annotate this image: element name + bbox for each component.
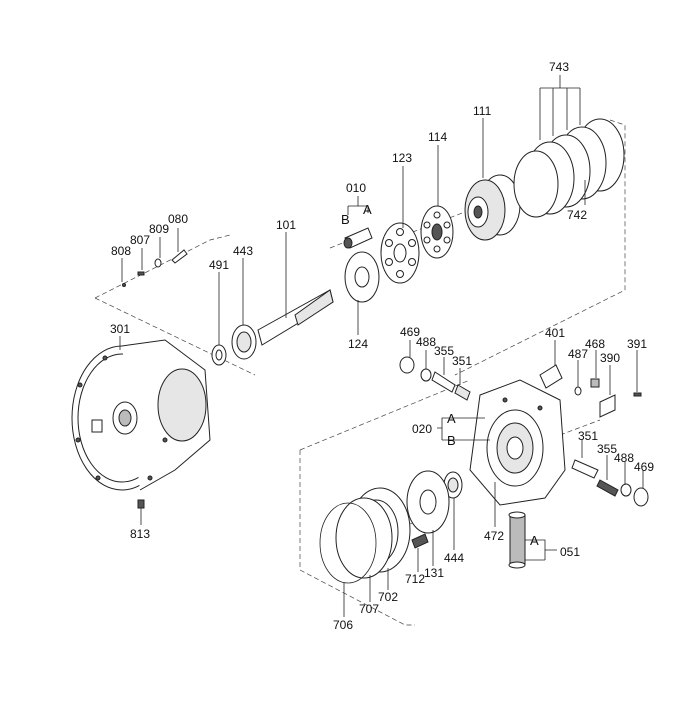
label-124: 124 [348, 337, 368, 351]
label-010-a: A [363, 202, 372, 217]
plate-124 [344, 251, 380, 303]
small-parts-080-809 [122, 249, 188, 287]
plug-813 [137, 499, 145, 509]
discs-742-743 [513, 118, 625, 218]
bearing-444 [443, 471, 463, 499]
label-443: 443 [233, 244, 253, 258]
label-743: 743 [549, 60, 569, 74]
bearing-443 [231, 324, 257, 360]
holder-114 [420, 205, 454, 259]
label-809: 809 [149, 222, 169, 236]
valve-parts-right [571, 459, 649, 507]
piston-010 [343, 227, 373, 249]
label-401: 401 [545, 326, 565, 340]
label-491: 491 [209, 258, 229, 272]
label-808: 808 [111, 244, 131, 258]
label-123: 123 [392, 151, 412, 165]
leader-lines [119, 75, 644, 617]
label-080: 080 [168, 212, 188, 226]
valve-051 [508, 511, 526, 569]
cylinder-111 [464, 174, 521, 241]
label-488-upper: 488 [416, 335, 436, 349]
label-101: 101 [276, 218, 296, 232]
label-469-lower: 469 [634, 460, 654, 474]
valve-parts-469-351 [399, 356, 471, 401]
label-807: 807 [130, 233, 150, 247]
label-010: 010 [346, 181, 366, 195]
label-301: 301 [110, 322, 130, 336]
label-472: 472 [484, 529, 504, 543]
label-702: 702 [378, 590, 398, 604]
label-813: 813 [130, 527, 150, 541]
label-391: 391 [627, 337, 647, 351]
label-742: 742 [567, 208, 587, 222]
label-131: 131 [424, 566, 444, 580]
relief-valve-401 [539, 364, 642, 418]
label-351-upper: 351 [452, 354, 472, 368]
label-487: 487 [568, 347, 588, 361]
label-707: 707 [359, 602, 379, 616]
label-444: 444 [444, 551, 464, 565]
label-114: 114 [428, 130, 447, 144]
seal-491 [211, 344, 227, 366]
label-468: 468 [585, 337, 605, 351]
label-712: 712 [405, 572, 425, 586]
valve-plate-131 [406, 470, 450, 534]
shaft-101 [257, 289, 334, 346]
spring-712 [411, 533, 429, 549]
label-469-upper: 469 [400, 325, 420, 339]
label-020-b: B [447, 433, 456, 448]
label-051: 051 [560, 545, 580, 559]
retainer-123 [380, 222, 420, 284]
label-111: 111 [473, 104, 492, 118]
label-020-a: A [447, 411, 456, 426]
label-488-lower: 488 [614, 451, 634, 465]
label-706: 706 [333, 618, 353, 632]
label-351-lower: 351 [578, 429, 598, 443]
o-ring-706 [319, 502, 377, 584]
housing-301 [71, 339, 211, 491]
label-020: 020 [412, 422, 432, 436]
label-355-lower: 355 [597, 442, 617, 456]
label-390: 390 [600, 351, 620, 365]
cover-020 [469, 379, 566, 506]
label-010-b: B [341, 212, 350, 227]
label-355-upper: 355 [434, 344, 454, 358]
part-labels: 743 111 114 123 010 A B 080 809 807 808 … [110, 60, 654, 632]
o-ring-707 [335, 497, 393, 579]
label-051-a: A [530, 533, 539, 548]
